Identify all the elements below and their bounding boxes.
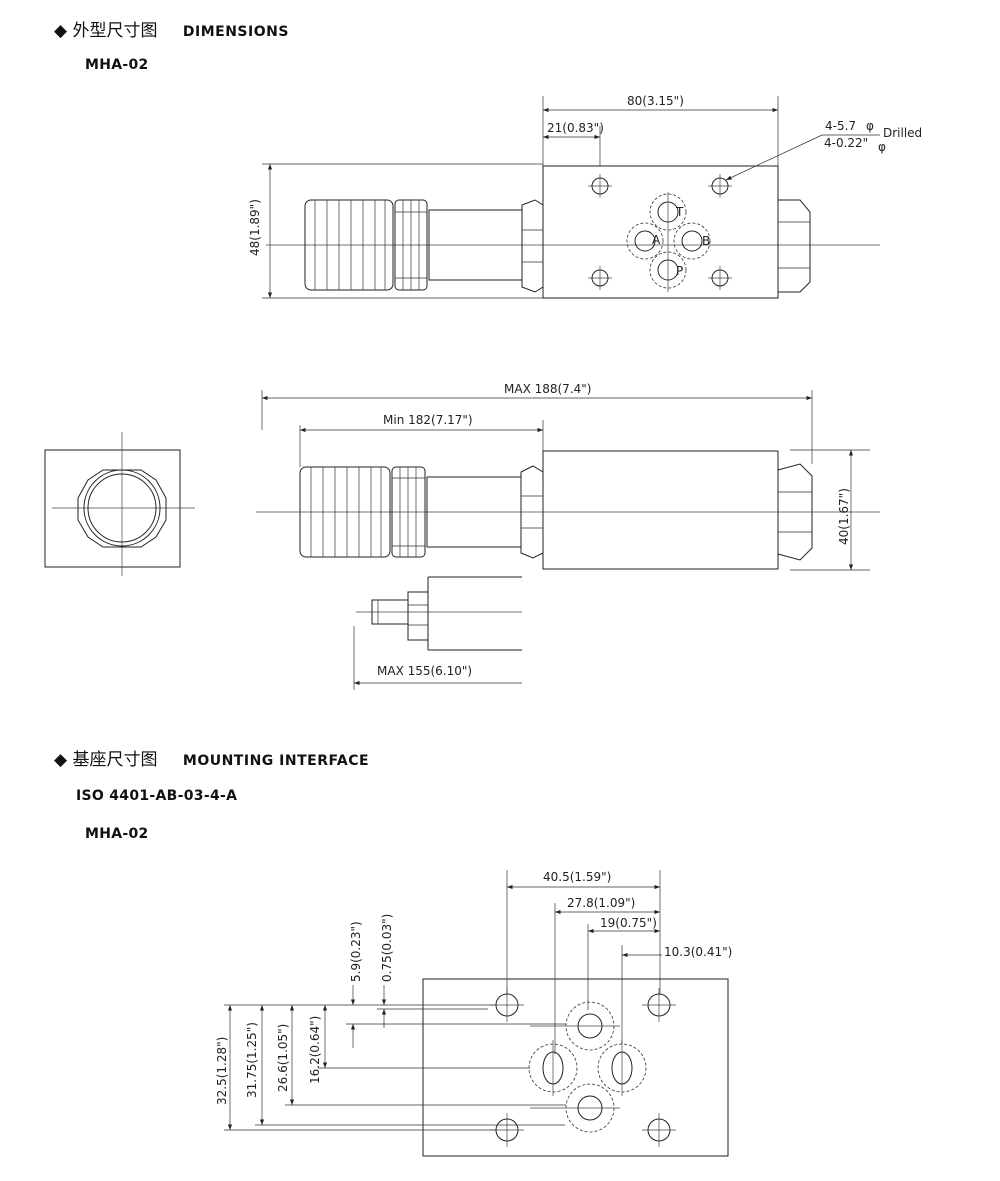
dimensions-title-cn: 外型尺寸图: [72, 21, 158, 41]
dim-0-75-label: 0.75(0.03"): [380, 914, 394, 982]
dim-max188-label: MAX 188(7.4"): [504, 382, 591, 396]
model-label-bottom: MHA-02: [85, 826, 149, 842]
dimensions-title-en: DIMENSIONS: [182, 24, 289, 40]
knob-top: [304, 199, 544, 293]
dim-21-label: 21(0.83"): [547, 121, 604, 135]
dim-min182-label: Min 182(7.17"): [383, 413, 473, 427]
dim-40-label: 40(1.67"): [837, 488, 851, 545]
mounting-plate: [422, 978, 729, 1157]
alternate-adjuster: [356, 576, 522, 651]
standard-label: ISO 4401-AB-03-4-A: [76, 788, 238, 804]
side-view: MAX 188(7.4") Min 182(7.17") 40(1.67") M…: [256, 382, 880, 690]
dim-max155-label: MAX 155(6.10"): [377, 664, 472, 678]
dim-31-75-label: 31.75(1.25"): [245, 1022, 259, 1098]
dim-5-9-label: 5.9(0.23"): [349, 921, 363, 982]
diamond-icon: ◆: [54, 750, 68, 770]
dim-10-3-label: 10.3(0.41"): [664, 945, 732, 959]
knob-side: [299, 465, 544, 559]
ports-top: T A B P: [626, 192, 711, 292]
dim-32-5-label: 32.5(1.28"): [215, 1037, 229, 1105]
mounting-interface: 40.5(1.59") 27.8(1.09") 19(0.75") 10.3(0…: [215, 870, 732, 1157]
end-view: [44, 432, 195, 576]
dimensions-heading: ◆ 外型尺寸图 DIMENSIONS: [54, 16, 289, 41]
diamond-icon: ◆: [54, 21, 68, 41]
hole-note-metric: 4-5.7: [825, 119, 856, 133]
dim-27-8-label: 27.8(1.09"): [567, 896, 635, 910]
dim-48-label: 48(1.89"): [248, 199, 262, 256]
port-p-label: P: [676, 264, 683, 278]
port-t-label: T: [675, 205, 684, 219]
drilled-label: Drilled: [883, 126, 922, 140]
mounting-title-en: MOUNTING INTERFACE: [182, 753, 370, 769]
phi-symbol: φ: [866, 119, 874, 133]
port-b-label: B: [702, 234, 710, 248]
dim-16-2-label: 16.2(0.64"): [308, 1016, 322, 1084]
phi-symbol-2: φ: [878, 140, 886, 154]
dim-80-label: 80(3.15"): [627, 94, 684, 108]
model-label-top: MHA-02: [85, 57, 149, 73]
top-view: T A B P 80(3.15") 21(0.83") 48(1.89") 4-…: [248, 94, 922, 299]
dim-40-5-label: 40.5(1.59"): [543, 870, 611, 884]
mounting-heading: ◆ 基座尺寸图 MOUNTING INTERFACE: [54, 745, 369, 770]
mounting-title-cn: 基座尺寸图: [72, 750, 158, 770]
dim-19-label: 19(0.75"): [600, 916, 657, 930]
mounting-holes-top: [588, 174, 732, 290]
port-a-label: A: [652, 233, 661, 247]
dim-26-6-label: 26.6(1.05"): [276, 1024, 290, 1092]
hole-note-imperial: 4-0.22": [824, 136, 868, 150]
valve-body-side: [542, 450, 779, 570]
